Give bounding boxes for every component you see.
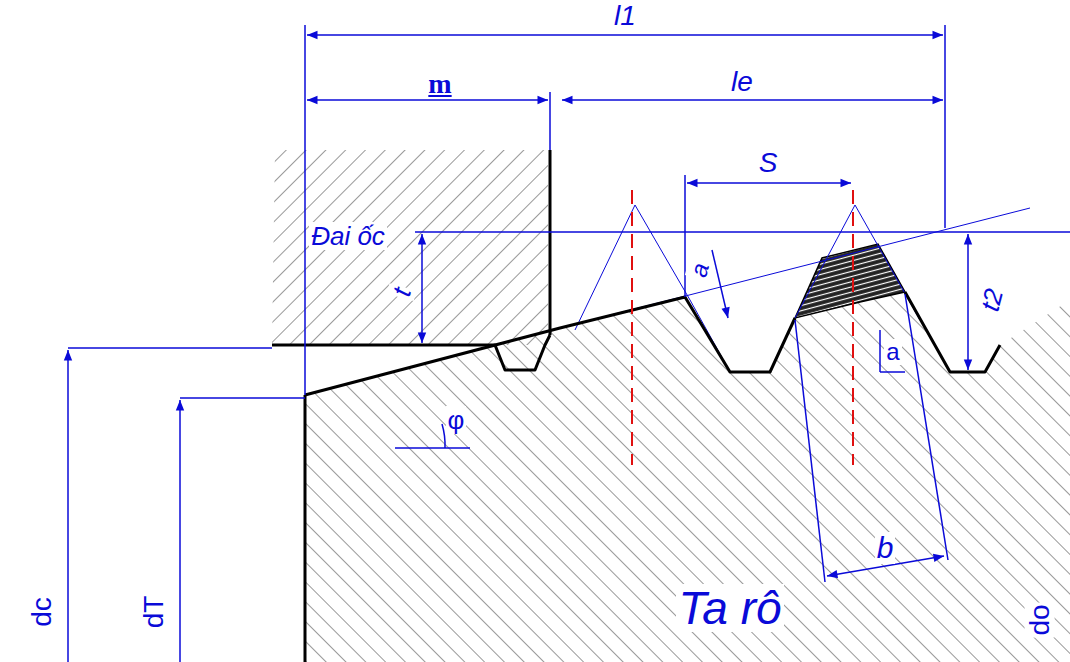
dimension-label: m [426,69,453,99]
dimension-label: le [729,67,755,97]
diameter-label: dT [139,594,169,631]
profile-line [272,150,1000,662]
dimension-label: a [685,258,715,281]
chip [795,244,905,318]
part-name: Ta rô [676,584,783,632]
angle-label: φ [446,406,467,434]
diameter-label: dc [27,595,57,629]
dimension-label: t2 [975,284,1009,316]
tap-section [305,292,1070,662]
dimension-label: l1 [612,1,638,31]
dimension-label: S [757,148,780,178]
dimension-label: a [884,339,901,365]
part-name: Đai ốc [309,222,387,250]
dimension-label: b [875,532,896,564]
dimension-lines [68,25,1070,662]
thread-outline [560,205,1030,372]
diameter-label: do [1025,602,1055,637]
nut-section [272,150,548,345]
